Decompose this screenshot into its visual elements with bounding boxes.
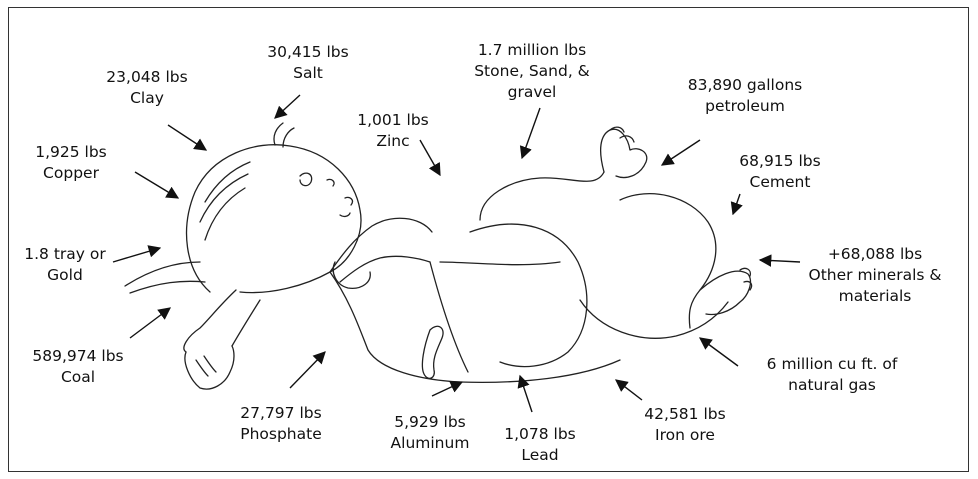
finger [204,356,216,372]
left-arm [184,290,236,352]
arrow-stone [522,108,540,158]
arrow-lead [520,376,532,412]
pillow-line [125,262,200,286]
diaper-waist [440,262,560,265]
arrow-iron [616,380,642,400]
diaper-front [470,224,587,366]
arrow-coal [130,308,170,338]
left-arm-lower [232,300,260,346]
hair-stroke [205,188,245,240]
leg-lower [620,194,716,328]
arrow-copper [135,172,178,198]
mouth [340,213,350,216]
arrow-gold [113,248,160,262]
arrow-aluminum [432,382,462,396]
hair-curl [274,123,283,145]
arrow-clay [168,125,206,150]
right-arm [330,218,432,272]
arrows [113,95,800,412]
diaper-pin [422,326,443,378]
leg-calf [580,300,728,338]
arrow-phosphate [290,352,325,388]
arrow-petroleum [662,140,700,165]
leg-upper [480,172,604,220]
baby-head [187,145,361,293]
pillow-line [130,281,205,293]
arrow-other [760,260,800,262]
eye [327,179,334,186]
arrow-cement [733,194,740,214]
ear [300,173,312,186]
arrow-gas [700,338,738,366]
left-hand [185,346,234,389]
arrow-salt [275,95,300,118]
torso-bottom [330,272,620,382]
nose [345,197,352,205]
right-arm-lower [340,256,430,282]
finger [196,360,208,376]
hair-curl [283,128,294,147]
